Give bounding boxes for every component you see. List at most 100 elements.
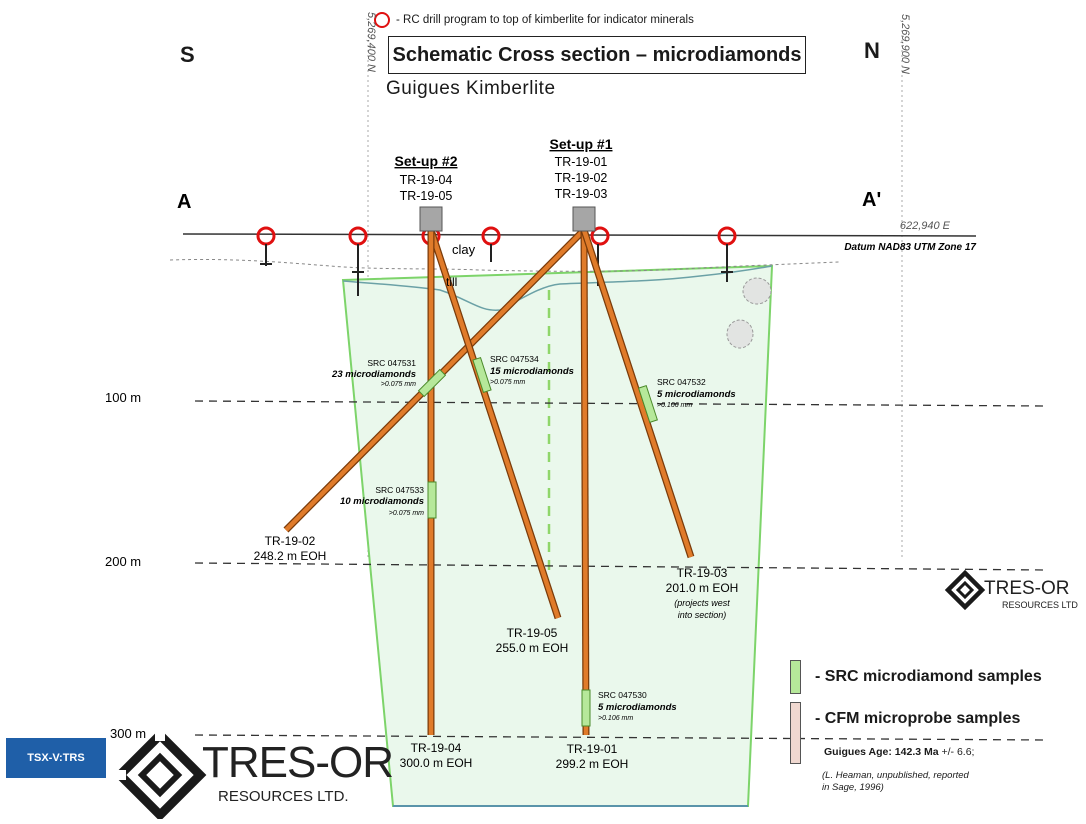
sample-count: 23 microdiamonds: [331, 369, 416, 380]
small-logo-wordmark: TRES-OR: [984, 578, 1070, 599]
hole-name: TR-19-03: [677, 566, 728, 580]
sample-id: SRC 047530: [598, 690, 647, 700]
guigues-age: Guigues Age: 142.3 Ma +/- 6.6;: [824, 746, 974, 758]
collar-setup-2: [419, 206, 443, 232]
depth-label-100: 100 m: [105, 390, 141, 405]
setup-hole: TR-19-05: [400, 189, 453, 203]
tres-or-small-logo-mark: [944, 569, 986, 611]
setup-hole: TR-19-02: [555, 171, 608, 185]
sample-047531: [417, 368, 447, 398]
sample-count: 15 microdiamonds: [490, 366, 574, 377]
sample-count: 5 microdiamonds: [657, 389, 736, 400]
rc-marker: [590, 226, 610, 246]
drill-hole-tr-19-03: [580, 228, 695, 559]
setup-1-label: Set-up #1 TR-19-01 TR-19-02 TR-19-03: [549, 136, 612, 201]
reference-line: in Sage, 1996): [822, 782, 884, 793]
reference-line: (L. Heaman, unpublished, reported: [822, 770, 969, 781]
setup-title: Set-up #1: [549, 136, 612, 152]
depth-line-300: [194, 734, 1047, 741]
sample-label-047532: SRC 047532 5 microdiamonds >0.106 mm: [657, 377, 736, 409]
till-label: till: [446, 275, 457, 289]
sample-label-047530: SRC 047530 5 microdiamonds >0.106 mm: [598, 690, 677, 722]
rc-marker: [481, 226, 501, 246]
age-reference: (L. Heaman, unpublished, reported in Sag…: [822, 770, 969, 794]
north-label: N: [864, 38, 880, 63]
sample-size: >0.075 mm: [381, 381, 416, 388]
logo-wordmark: TRES-OR: [202, 738, 394, 787]
small-logo-subtext: RESOURCES LTD: [1002, 600, 1078, 610]
northing-left-label: 5,269,400 N: [365, 12, 377, 72]
label-a-prime: A': [862, 189, 881, 211]
sample-size: >0.106 mm: [657, 402, 692, 409]
hole-eoh: 255.0 m EOH: [496, 641, 569, 655]
hole-label-tr-19-03: TR-19-03 201.0 m EOH (projects west into…: [666, 566, 739, 620]
rc-legend-text: - RC drill program to top of kimberlite …: [396, 14, 694, 26]
sample-id: SRC 047531: [367, 358, 416, 368]
hole-name: TR-19-01: [567, 742, 618, 756]
clay-till-contact: [169, 258, 841, 272]
sample-size: >0.075 mm: [490, 379, 525, 386]
sample-count: 5 microdiamonds: [598, 702, 677, 713]
sample-047533: [427, 481, 437, 519]
depth-label-300: 300 m: [110, 726, 146, 741]
hole-label-tr-19-02: TR-19-02 248.2 m EOH: [254, 534, 327, 563]
easting-label: 622,940 E: [900, 220, 951, 232]
depth-line-200: [194, 562, 1047, 571]
src-swatch: [790, 660, 801, 694]
setup-title: Set-up #2: [394, 153, 457, 169]
sample-label-047534: SRC 047534 15 microdiamonds >0.075 mm: [490, 354, 574, 386]
sample-047532: [638, 385, 658, 423]
sample-id: SRC 047533: [375, 485, 424, 495]
south-label: S: [180, 42, 195, 67]
setup-hole: TR-19-01: [555, 155, 608, 169]
legend-cfm-label: - CFM microprobe samples: [815, 710, 1021, 727]
label-a: A: [177, 191, 191, 213]
age-label: Guigues Age:: [824, 746, 892, 758]
depth-label-200: 200 m: [105, 554, 141, 569]
sample-markers: [417, 356, 658, 727]
logo-subtext: RESOURCES LTD.: [218, 788, 349, 805]
sample-size: >0.106 mm: [598, 715, 633, 722]
sample-size: >0.075 mm: [389, 510, 424, 517]
drill-hole-tr-19-01: [580, 229, 590, 736]
ticker-badge: TSX-V:TRS: [6, 738, 106, 778]
clay-label: clay: [452, 242, 476, 257]
legend-src-label: - SRC microdiamond samples: [815, 668, 1042, 685]
boulder: [742, 277, 772, 305]
hole-label-tr-19-04: TR-19-04 300.0 m EOH: [400, 741, 473, 770]
sample-count: 10 microdiamonds: [340, 496, 424, 507]
legend-src: - SRC microdiamond samples: [790, 660, 1042, 694]
hole-eoh: 248.2 m EOH: [254, 549, 327, 563]
age-error: +/- 6.6;: [941, 746, 975, 758]
hole-label-tr-19-01: TR-19-01 299.2 m EOH: [556, 742, 629, 771]
hole-eoh: 299.2 m EOH: [556, 757, 629, 771]
hole-eoh: 300.0 m EOH: [400, 756, 473, 770]
figure-subtitle: Guigues Kimberlite: [386, 78, 556, 99]
kimberlite-body: [341, 264, 774, 807]
sample-047530: [581, 689, 591, 727]
boulder: [726, 319, 754, 349]
cfm-swatch: [790, 702, 801, 764]
sample-id: SRC 047534: [490, 354, 539, 364]
rc-markers: [256, 226, 737, 246]
hole-name: TR-19-02: [265, 534, 316, 548]
hole-name: TR-19-04: [411, 741, 462, 755]
rc-marker-icon: [374, 12, 390, 28]
sample-id: SRC 047532: [657, 377, 706, 387]
setup-hole: TR-19-04: [400, 173, 453, 187]
depth-line-100: [194, 400, 1047, 407]
rc-marker: [256, 226, 276, 246]
legend-cfm: - CFM microprobe samples: [790, 702, 1020, 764]
age-value: 142.3 Ma: [894, 746, 939, 758]
hole-label-tr-19-05: TR-19-05 255.0 m EOH: [496, 626, 569, 655]
sample-label-047533: SRC 047533 10 microdiamonds >0.075 mm: [340, 485, 424, 517]
drill-hole-tr-19-05: [427, 228, 562, 620]
hole-eoh: 201.0 m EOH: [666, 581, 739, 595]
tres-or-logo-mark: [110, 725, 207, 822]
setup-hole: TR-19-03: [555, 187, 608, 201]
setup-2-label: Set-up #2 TR-19-04 TR-19-05: [394, 153, 457, 203]
hole-name: TR-19-05: [507, 626, 558, 640]
rc-legend: - RC drill program to top of kimberlite …: [374, 12, 694, 28]
